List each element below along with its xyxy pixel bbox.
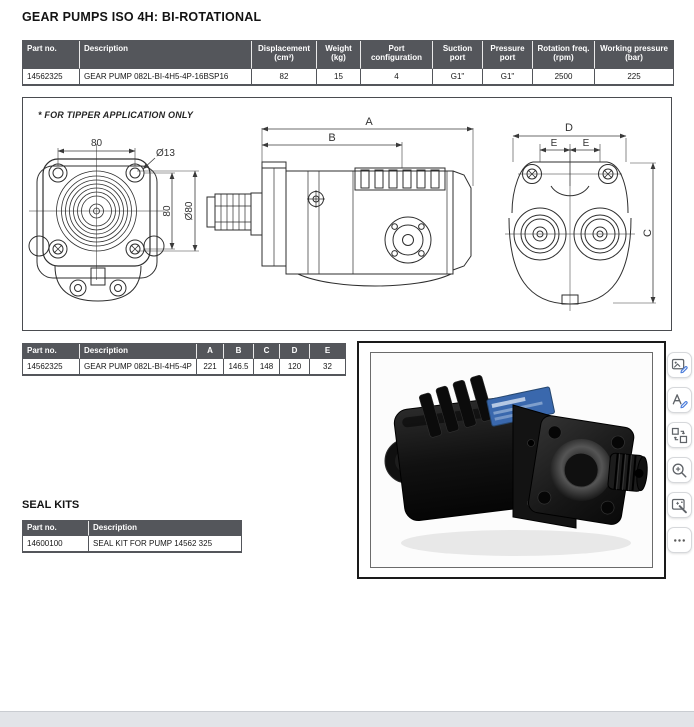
dimension-table: Part no. Description A B C D E 14562325 … <box>22 343 346 376</box>
col-header: Rotation freq. (rpm) <box>533 41 595 69</box>
col-header: D <box>280 344 310 359</box>
edit-text-button[interactable] <box>667 387 692 413</box>
dimension-table-header-row: Part no. Description A B C D E <box>23 344 345 359</box>
cell-part-no: 14562325 <box>23 69 80 84</box>
cell: 2500 <box>533 69 595 84</box>
dim-label-hole-dia: Ø13 <box>156 148 175 159</box>
cell: G1" <box>483 69 533 84</box>
dim-label-e-left: E <box>551 138 558 149</box>
cell: 32 <box>310 359 345 374</box>
seal-kits-row: 14600100 SEAL KIT FOR PUMP 14562 325 <box>23 536 241 551</box>
col-header: Description <box>80 344 197 359</box>
col-header: Part no. <box>23 521 89 536</box>
cell: 15 <box>317 69 361 84</box>
cell: 146.5 <box>224 359 254 374</box>
col-header: A <box>197 344 224 359</box>
swap-frames-icon <box>671 427 688 443</box>
dim-label-front-width: 80 <box>91 138 103 149</box>
page-bottom-strip <box>0 711 694 727</box>
seal-kits-title: SEAL KITS <box>22 499 80 511</box>
cell: 225 <box>595 69 673 84</box>
product-photo[interactable] <box>370 352 653 568</box>
cell: 4 <box>361 69 433 84</box>
edit-image-button[interactable] <box>667 352 692 378</box>
col-header: Displacement (cm³) <box>252 41 317 69</box>
dim-label-a: A <box>365 116 373 128</box>
dim-label-b: B <box>328 132 335 144</box>
gear-pump-photo-illustration <box>384 375 648 556</box>
ellipsis-icon <box>674 538 685 542</box>
col-header: Port configuration <box>361 41 433 69</box>
col-header: Part no. <box>23 41 80 69</box>
replace-image-button[interactable] <box>667 422 692 448</box>
spec-table: Part no. Description Displacement (cm³) … <box>22 40 674 86</box>
dim-label-e-right: E <box>583 138 590 149</box>
product-photo-frame <box>357 341 666 579</box>
cell: 221 <box>197 359 224 374</box>
image-wand-icon <box>671 498 687 513</box>
technical-drawing-panel: * FOR TIPPER APPLICATION ONLY <box>22 97 672 331</box>
cell-description: GEAR PUMP 082L-BI-4H5-4P <box>80 359 197 374</box>
dim-label-boss-dia: Ø80 <box>184 201 195 220</box>
col-header: Working pressure (bar) <box>595 41 673 69</box>
cell: 120 <box>280 359 310 374</box>
col-header: Description <box>89 521 241 536</box>
magnifier-plus-icon <box>672 463 687 477</box>
col-header: Suction port <box>433 41 483 69</box>
spec-table-header-row: Part no. Description Displacement (cm³) … <box>23 41 673 69</box>
spec-table-row: 14562325 GEAR PUMP 082L-BI-4H5-4P-16BSP1… <box>23 69 673 84</box>
more-options-button[interactable] <box>667 527 692 553</box>
dim-label-front-height: 80 <box>162 205 173 217</box>
col-header: C <box>254 344 280 359</box>
col-header: Weight (kg) <box>317 41 361 69</box>
cell-part-no: 14600100 <box>23 536 89 551</box>
tipper-note: * FOR TIPPER APPLICATION ONLY <box>38 110 194 120</box>
dimension-table-row: 14562325 GEAR PUMP 082L-BI-4H5-4P 221 14… <box>23 359 345 374</box>
dim-label-c: C <box>642 229 654 237</box>
page-title: GEAR PUMPS ISO 4H: BI-ROTATIONAL <box>22 10 262 24</box>
col-header: Description <box>80 41 252 69</box>
seal-kits-table: Part no. Description 14600100 SEAL KIT F… <box>22 520 242 553</box>
col-header: E <box>310 344 345 359</box>
cell: 82 <box>252 69 317 84</box>
cell-description: GEAR PUMP 082L-BI-4H5-4P-16BSP16 <box>80 69 252 84</box>
dim-label-d: D <box>565 122 573 134</box>
col-header: Pressure port <box>483 41 533 69</box>
seal-kits-header-row: Part no. Description <box>23 521 241 536</box>
adjust-image-button[interactable] <box>667 492 692 518</box>
cell: 148 <box>254 359 280 374</box>
zoom-in-button[interactable] <box>667 457 692 483</box>
cell-part-no: 14562325 <box>23 359 80 374</box>
text-pencil-icon <box>672 393 688 408</box>
cell: G1" <box>433 69 483 84</box>
image-pencil-icon <box>671 358 688 373</box>
technical-drawing: 80 Ø13 80 Ø80 A B D E E C <box>28 116 656 311</box>
cell-description: SEAL KIT FOR PUMP 14562 325 <box>89 536 241 551</box>
col-header: B <box>224 344 254 359</box>
col-header: Part no. <box>23 344 80 359</box>
